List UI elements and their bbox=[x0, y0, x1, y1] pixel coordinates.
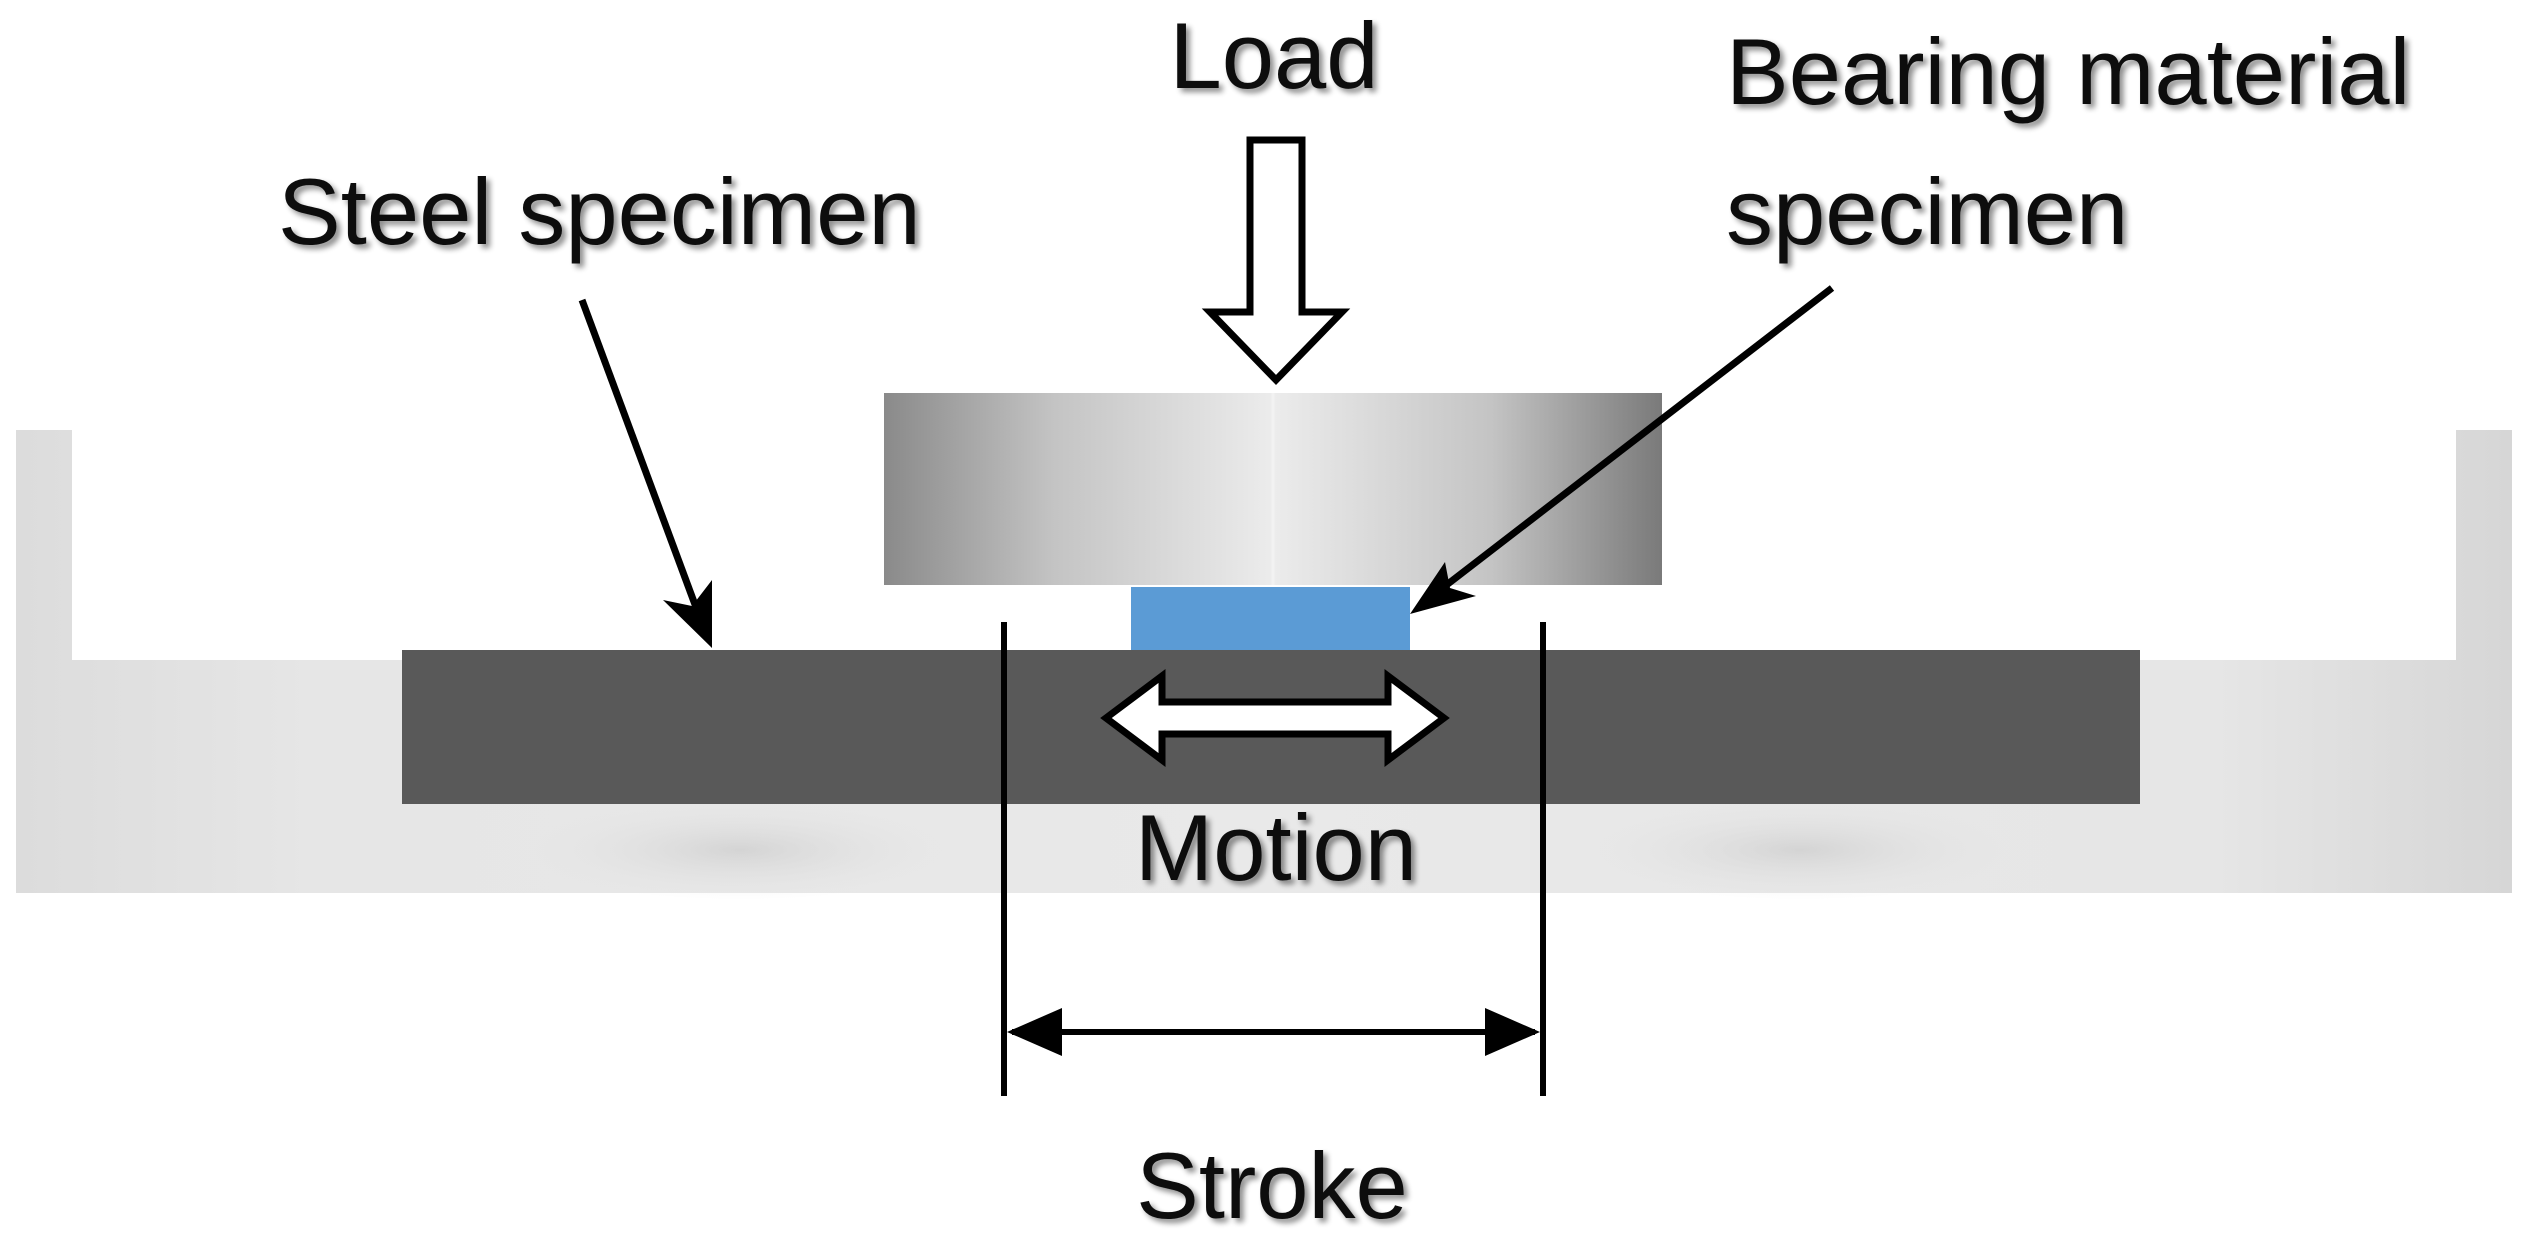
stroke-label: Stroke bbox=[1136, 1133, 1408, 1238]
bearing-leader-arrow-icon bbox=[1410, 285, 1835, 614]
counterpart-block bbox=[884, 393, 1662, 585]
bearing-label-line1: Bearing material bbox=[1726, 19, 2410, 124]
stroke-dimension-arrow-icon bbox=[1007, 1008, 1540, 1056]
bearing-label-line2: specimen bbox=[1726, 159, 2128, 264]
motion-label: Motion bbox=[1135, 795, 1417, 900]
motion-double-arrow-icon bbox=[1100, 669, 1450, 767]
steel-specimen-label: Steel specimen bbox=[278, 159, 921, 264]
load-label: Load bbox=[1169, 3, 1378, 108]
load-arrow-icon bbox=[1201, 136, 1351, 386]
steel-leader-arrow-icon bbox=[578, 298, 712, 648]
bearing-material-specimen bbox=[1131, 587, 1410, 650]
